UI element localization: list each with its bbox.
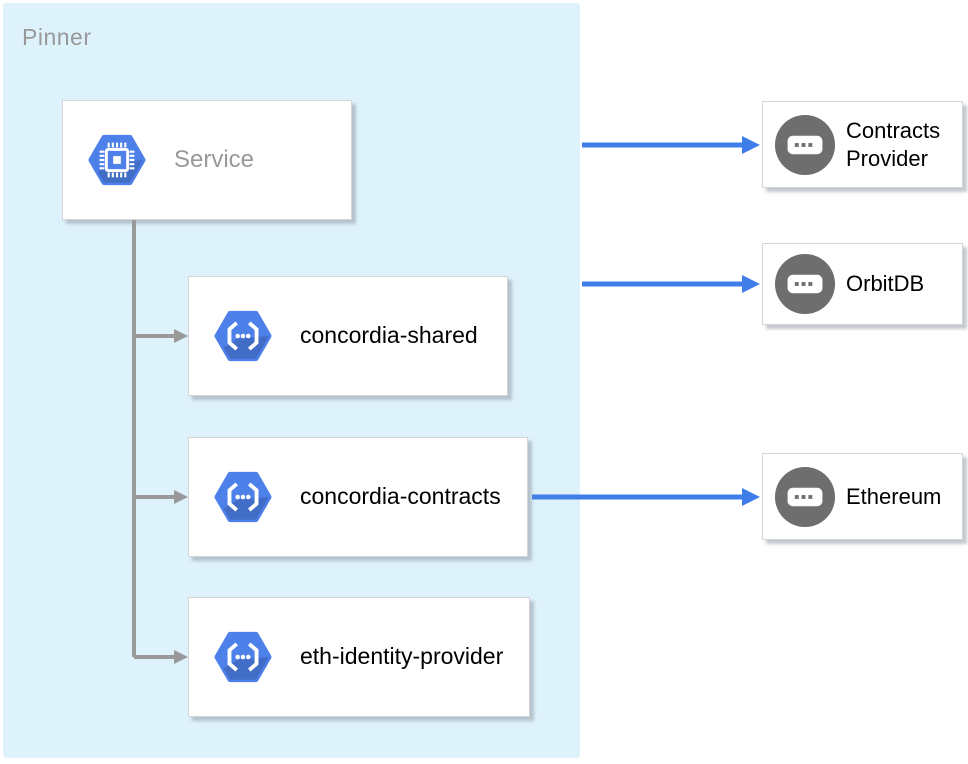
edge-pinner-to-contracts-provider <box>582 136 760 154</box>
node-eth-identity-provider-label: eth-identity-provider <box>300 643 504 670</box>
node-concordia-contracts-label: concordia-contracts <box>300 483 501 510</box>
node-ethereum: Ethereum <box>762 453 963 540</box>
cloud-functions-hexagon-icon <box>214 307 272 365</box>
cloud-functions-hexagon-icon <box>214 628 272 686</box>
node-ethereum-label: Ethereum <box>846 483 942 509</box>
arrowhead-icon <box>742 136 760 154</box>
node-concordia-shared: concordia-shared <box>188 276 508 396</box>
application-circle-dots-icon <box>774 253 836 315</box>
compute-engine-hexagon-chip-icon <box>88 131 146 189</box>
pinner-zone-label: Pinner <box>22 24 92 50</box>
application-circle-dots-icon <box>774 466 836 528</box>
node-contracts-provider-label: Contracts Provider <box>846 117 941 171</box>
arrowhead-icon <box>742 275 760 293</box>
node-contracts-provider: Contracts Provider <box>762 101 963 188</box>
node-service-label: Service <box>174 145 255 173</box>
node-concordia-contracts: concordia-contracts <box>188 437 528 557</box>
node-orbitdb-label: OrbitDB <box>846 271 925 297</box>
application-circle-dots-icon <box>774 114 836 176</box>
arrowhead-icon <box>742 488 760 506</box>
node-concordia-shared-label: concordia-shared <box>300 322 478 349</box>
node-orbitdb: OrbitDB <box>762 243 963 325</box>
edge-pinner-to-orbitdb <box>582 275 760 293</box>
cloud-functions-hexagon-icon <box>214 468 272 526</box>
node-eth-identity-provider: eth-identity-provider <box>188 597 530 717</box>
node-service: Service <box>62 100 352 220</box>
